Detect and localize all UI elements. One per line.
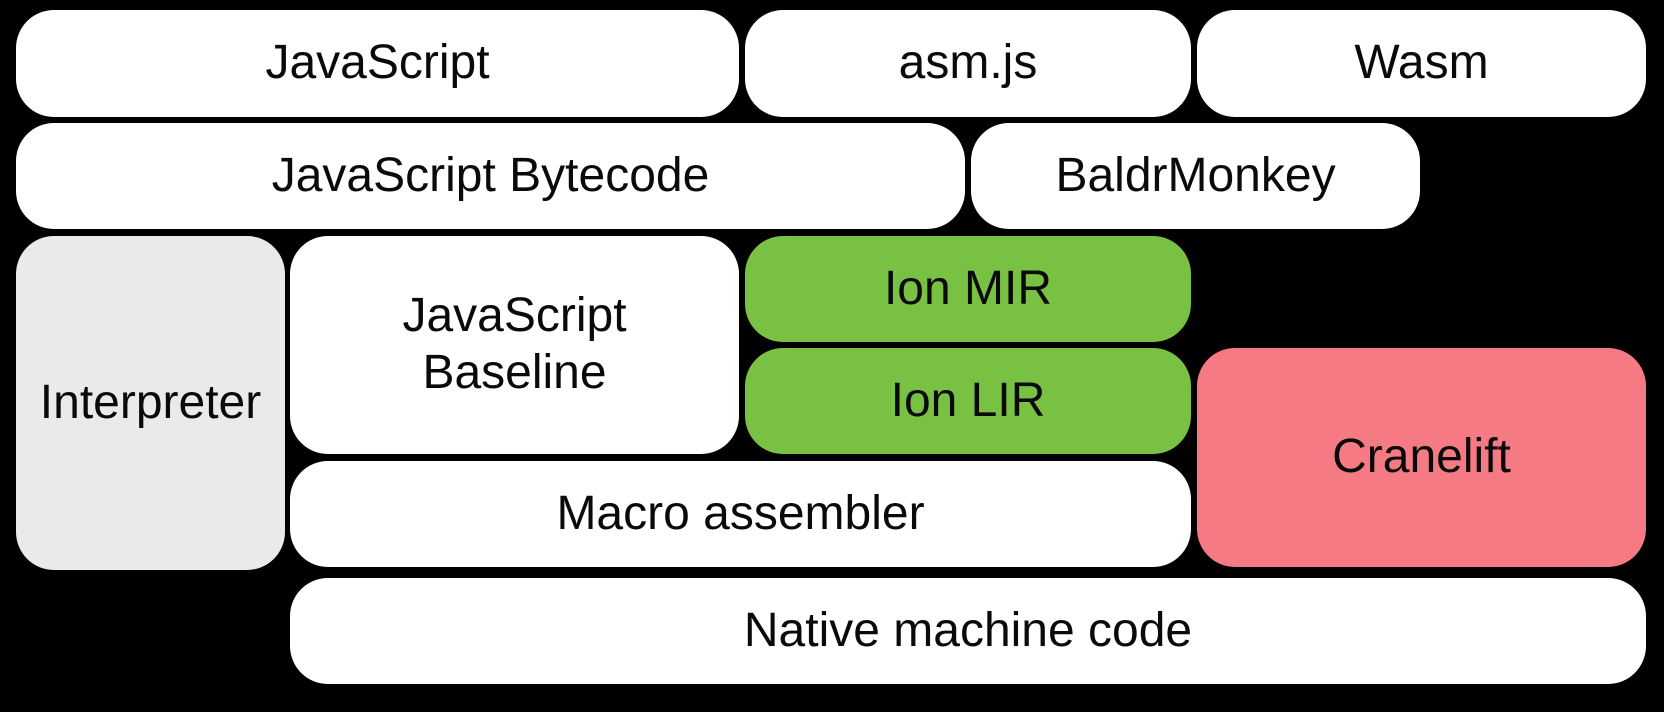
box-wasm: Wasm [1197,10,1646,117]
box-label-baldrmonkey: BaldrMonkey [1055,148,1336,202]
box-asmjs: asm.js [745,10,1191,117]
box-label-native-machine-code: Native machine code [743,603,1193,657]
box-label-javascript: JavaScript [265,36,490,90]
box-cranelift: Cranelift [1197,348,1646,567]
box-native-machine-code: Native machine code [290,578,1646,684]
box-label-asmjs: asm.js [898,36,1038,90]
box-javascript-bytecode: JavaScript Bytecode [16,123,965,229]
box-label-javascript-bytecode: JavaScript Bytecode [271,148,710,202]
box-label-cranelift: Cranelift [1332,430,1511,484]
box-baldrmonkey: BaldrMonkey [971,123,1420,229]
box-macro-assembler: Macro assembler [290,461,1191,567]
box-javascript: JavaScript [16,10,739,117]
box-label-javascript-baseline: JavaScript Baseline [402,289,627,399]
box-javascript-baseline: JavaScript Baseline [290,236,739,454]
box-ion-mir: Ion MIR [745,236,1191,342]
box-interpreter: Interpreter [16,236,285,570]
box-label-ion-mir: Ion MIR [883,261,1053,315]
box-label-ion-lir: Ion LIR [890,373,1046,427]
box-label-macro-assembler: Macro assembler [556,486,925,540]
box-label-wasm: Wasm [1354,36,1489,90]
box-ion-lir: Ion LIR [745,348,1191,454]
box-label-interpreter: Interpreter [39,375,262,429]
